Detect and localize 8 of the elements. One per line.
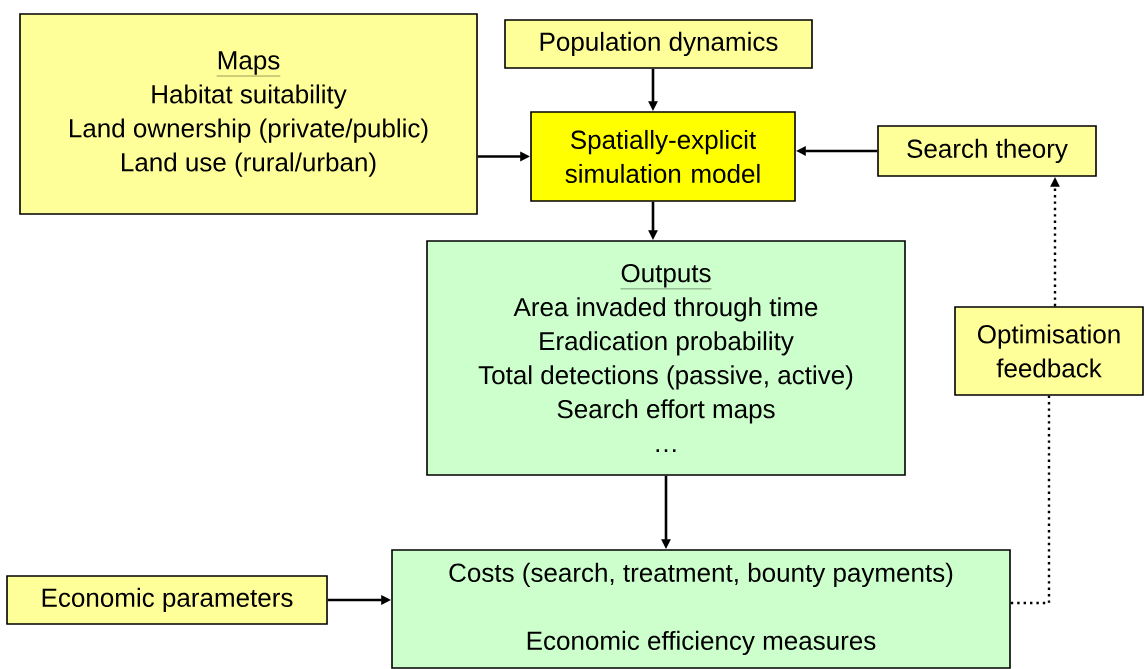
- input-box: Economic parameters: [6, 575, 328, 625]
- model-box: Spatially-explicit simulation model: [530, 111, 796, 202]
- output-box: Outputs Area invaded through time Eradication probability Total detections (passive, active) Search effort maps …: [426, 240, 906, 476]
- feedback-box: Optimisation feedback: [954, 306, 1144, 396]
- input-box: Search theory: [877, 125, 1097, 177]
- input-box: Maps Habitat suitability Land ownership (private/public) Land use (rural/urban): [19, 13, 478, 215]
- cost-box: Costs (search, treatment, bounty payments) Economic efficiency measures: [391, 549, 1011, 669]
- input-box: Population dynamics: [504, 19, 813, 69]
